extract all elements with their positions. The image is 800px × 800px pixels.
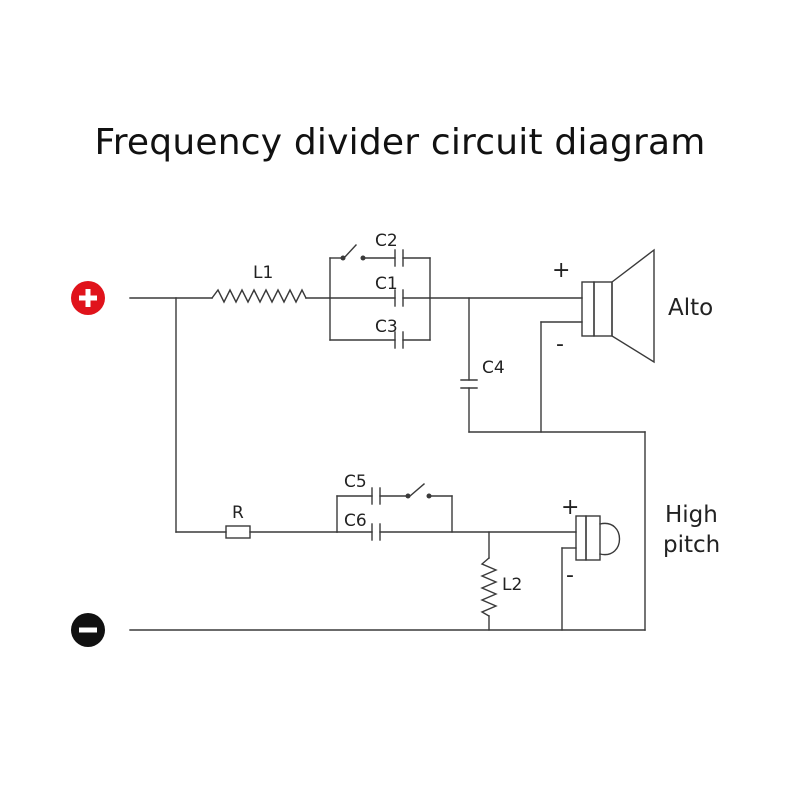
alto-return-wire — [540, 321, 583, 433]
label-c2: C2 — [375, 231, 398, 251]
label-l1: L1 — [253, 263, 273, 283]
top-wire — [129, 297, 213, 533]
label-c3: C3 — [375, 317, 398, 337]
high-pitch-label-line2: pitch — [663, 532, 720, 558]
capacitor-bank-c5-c6 — [336, 483, 577, 541]
inductor-l2 — [480, 531, 498, 631]
label-c6: C6 — [344, 511, 367, 531]
resistor-r — [175, 525, 338, 539]
tweeter-speaker-icon — [561, 515, 621, 631]
switch-c2-icon — [340, 255, 366, 261]
label-r: R — [232, 503, 244, 523]
label-c1: C1 — [375, 274, 398, 294]
negative-terminal-icon — [71, 613, 105, 647]
high-pitch-label-line1: High — [665, 502, 718, 528]
label-c4: C4 — [482, 358, 505, 378]
capacitor-c4 — [460, 297, 646, 433]
alto-speaker-icon — [581, 248, 655, 364]
high-plus: + — [561, 495, 579, 520]
alto-plus: + — [552, 258, 570, 283]
diagram-title: Frequency divider circuit diagram — [94, 122, 706, 163]
positive-terminal-icon — [71, 281, 105, 315]
inductor-l1 — [211, 288, 331, 304]
label-l2: L2 — [502, 575, 522, 595]
high-minus: - — [566, 563, 574, 588]
alto-minus: - — [556, 332, 564, 357]
capacitor-bank-c1-c3 — [329, 244, 431, 349]
switch-c5-icon — [405, 493, 432, 499]
label-c5: C5 — [344, 472, 367, 492]
alto-label: Alto — [668, 295, 713, 321]
